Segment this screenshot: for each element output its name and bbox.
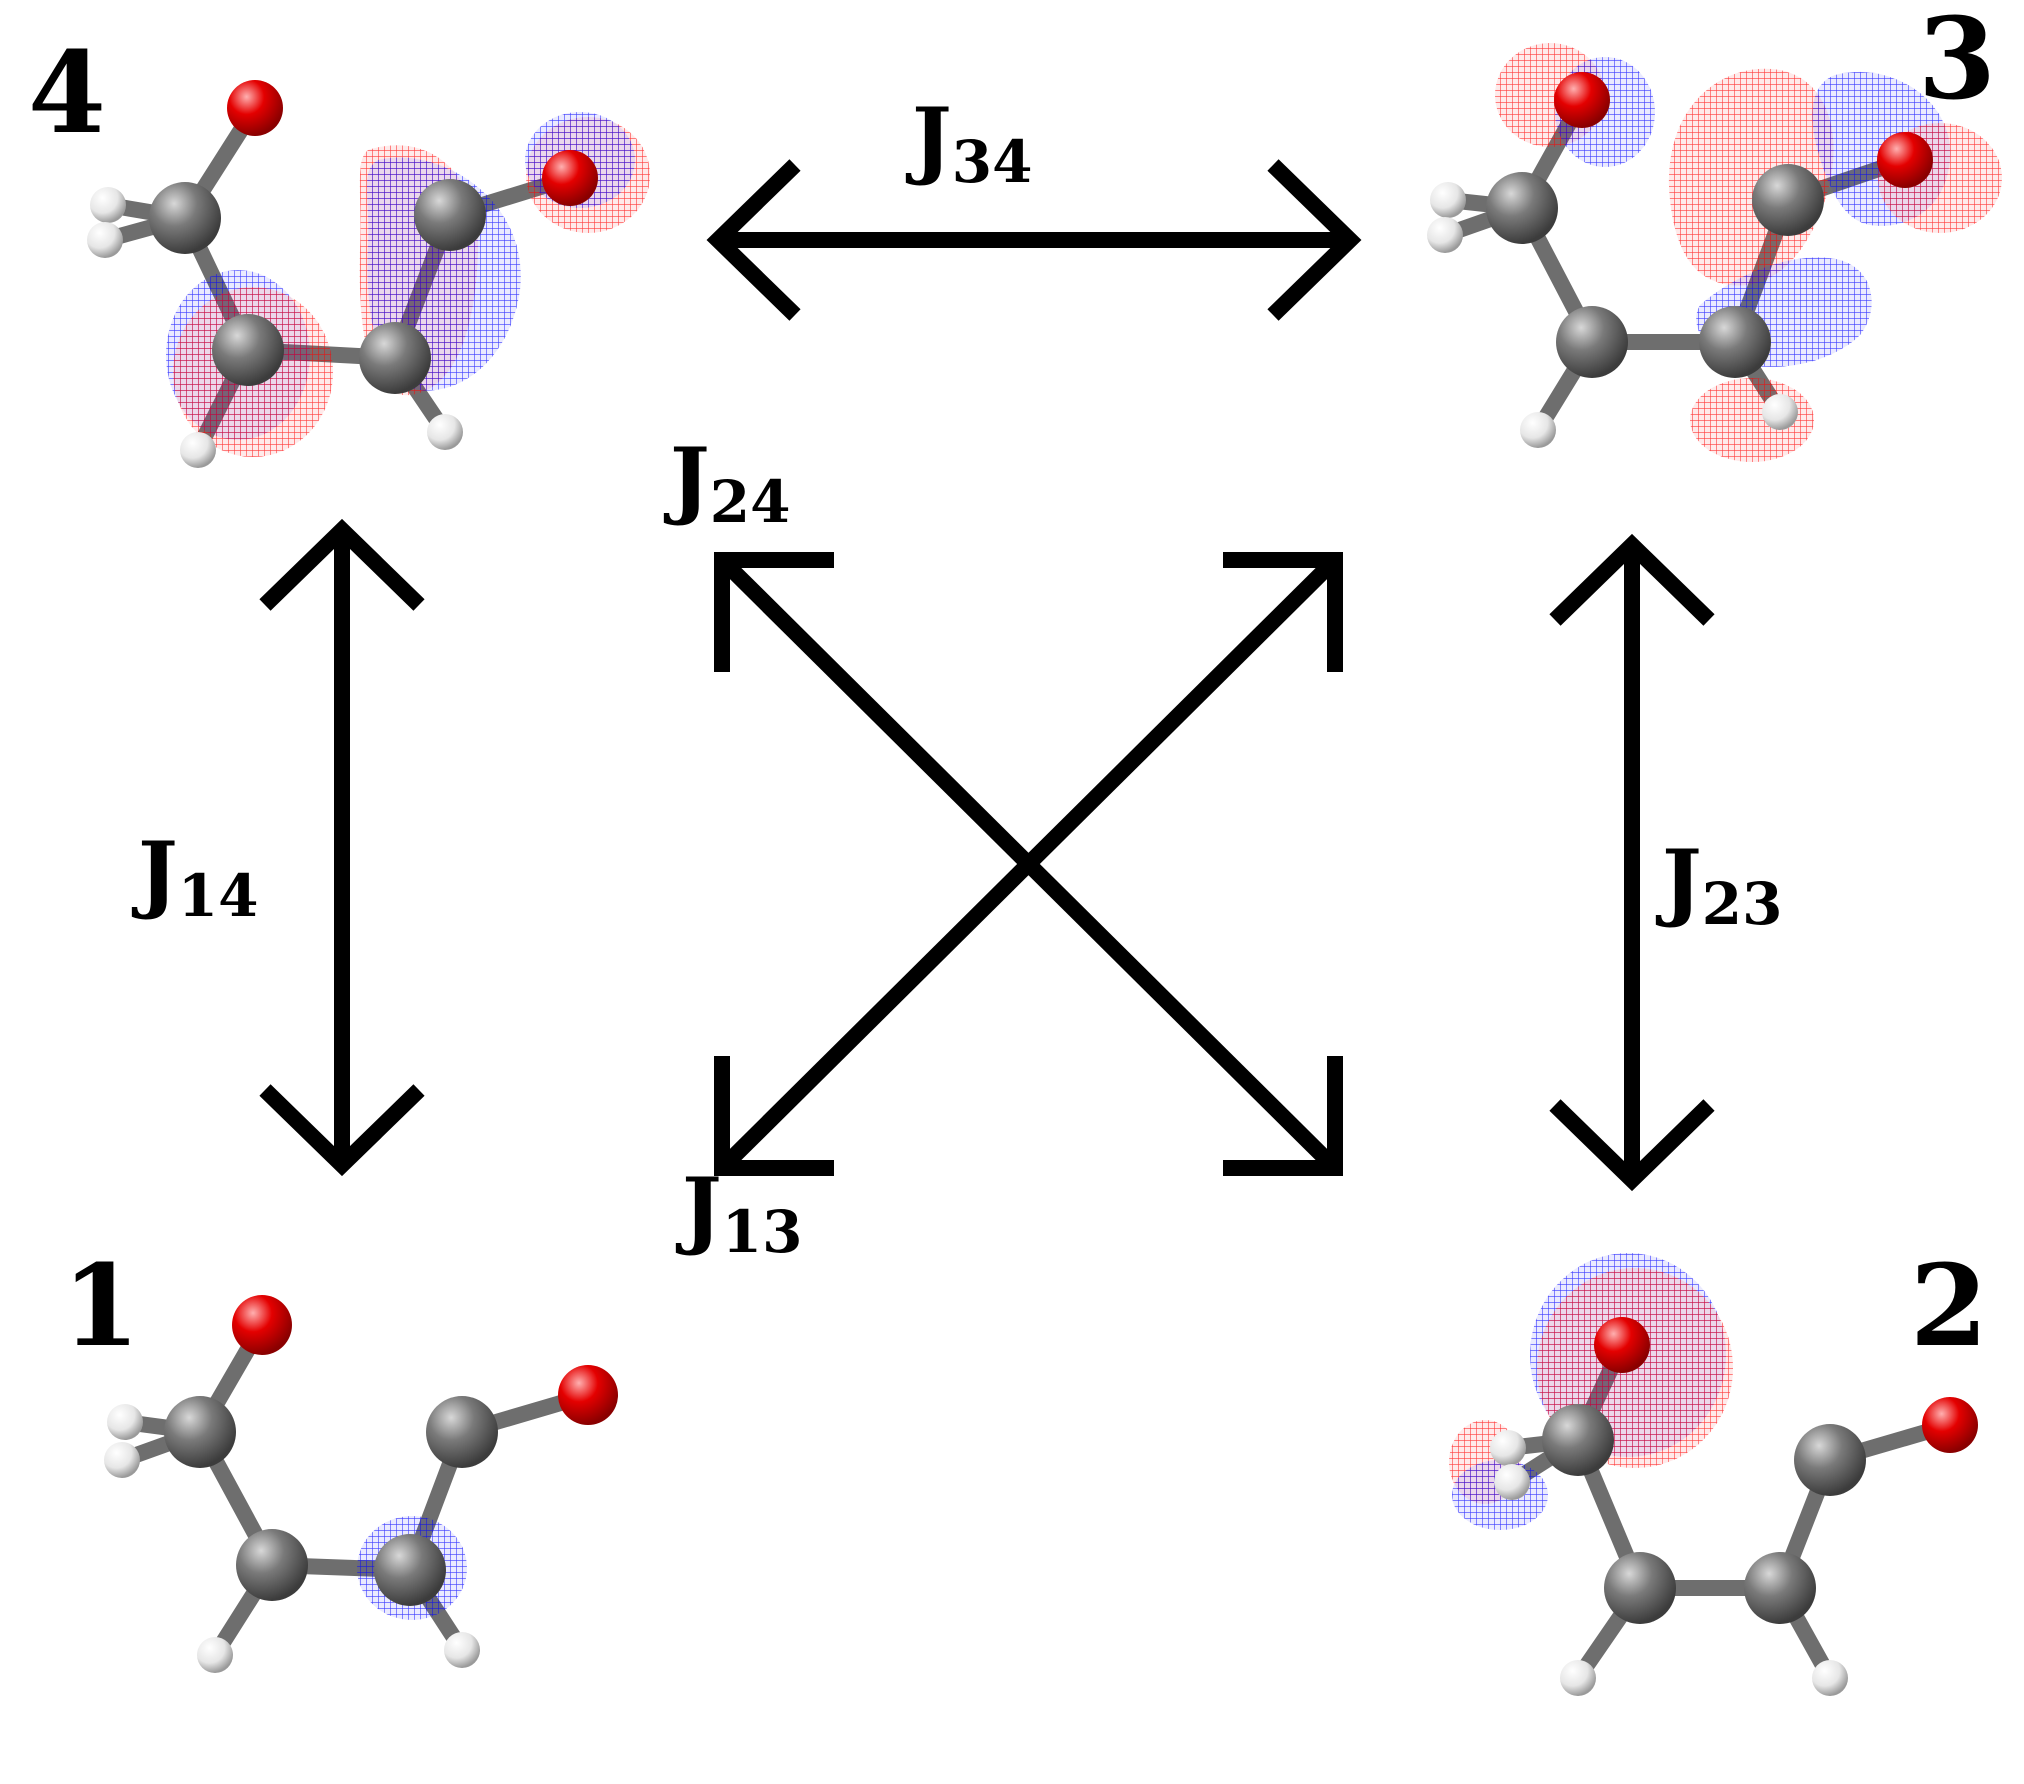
hydrogen-atom (1490, 1430, 1526, 1466)
carbon-atom (414, 179, 486, 251)
hydrogen-atom (1430, 182, 1466, 218)
molecule-4 (87, 80, 650, 468)
arrow-j13-diagonal (714, 552, 1343, 1176)
carbon-atom (1604, 1552, 1676, 1624)
state-label-1: 1 (62, 1241, 140, 1372)
hydrogen-atom (444, 1632, 480, 1668)
carbon-atom (374, 1534, 446, 1606)
carbon-atom (426, 1396, 498, 1468)
carbon-atom (164, 1396, 236, 1468)
molecule-2 (1449, 1253, 1978, 1696)
hydrogen-atom (1427, 217, 1463, 253)
molecule-1-atoms (104, 1295, 618, 1673)
label-j34: J34 (905, 89, 1032, 196)
arrow-j23 (1549, 533, 1715, 1192)
carbon-atom (149, 182, 221, 254)
carbon-atom (1752, 164, 1824, 236)
hydrogen-atom (427, 414, 463, 450)
label-j24: J24 (663, 429, 790, 536)
carbon-atom (1744, 1552, 1816, 1624)
state-label-2: 2 (1910, 1241, 1988, 1372)
label-j23: J23 (1655, 831, 1782, 938)
oxygen-atom (558, 1365, 618, 1425)
hydrogen-atom (180, 432, 216, 468)
hydrogen-atom (90, 187, 126, 223)
carbon-atom (359, 322, 431, 394)
molecule-1 (104, 1295, 618, 1673)
carbon-atom (1542, 1404, 1614, 1476)
oxygen-atom (1922, 1397, 1978, 1453)
molecule-1-bonds (114, 1317, 596, 1663)
state-label-4: 4 (28, 28, 106, 159)
label-j14: J14 (131, 823, 258, 930)
oxygen-atom (1877, 132, 1933, 188)
oxygen-atom (1594, 1317, 1650, 1373)
carbon-atom (1794, 1424, 1866, 1496)
oxygen-atom (227, 80, 283, 136)
hydrogen-atom (1812, 1660, 1848, 1696)
oxygen-atom (232, 1295, 292, 1355)
hydrogen-atom (1762, 394, 1798, 430)
carbon-atom (236, 1529, 308, 1601)
carbon-atom (1556, 306, 1628, 378)
carbon-atom (1699, 306, 1771, 378)
molecule-4-atoms (87, 80, 598, 468)
hydrogen-atom (1494, 1464, 1530, 1500)
molecule-3 (1427, 43, 2002, 462)
hydrogen-atom (197, 1637, 233, 1673)
hydrogen-atom (87, 222, 123, 258)
hydrogen-atom (107, 1404, 143, 1440)
oxygen-atom (542, 150, 598, 206)
hydrogen-atom (1560, 1660, 1596, 1696)
hydrogen-atom (104, 1442, 140, 1478)
molecule-3-atoms (1427, 72, 1933, 448)
oxygen-atom (1554, 72, 1610, 128)
carbon-atom (1486, 172, 1558, 244)
arrow-j14 (259, 518, 425, 1177)
arrow-j34 (706, 159, 1362, 321)
molecule-2-atoms (1490, 1317, 1978, 1696)
hydrogen-atom (1520, 412, 1556, 448)
carbon-atom (212, 314, 284, 386)
label-j13: J13 (675, 1159, 802, 1266)
